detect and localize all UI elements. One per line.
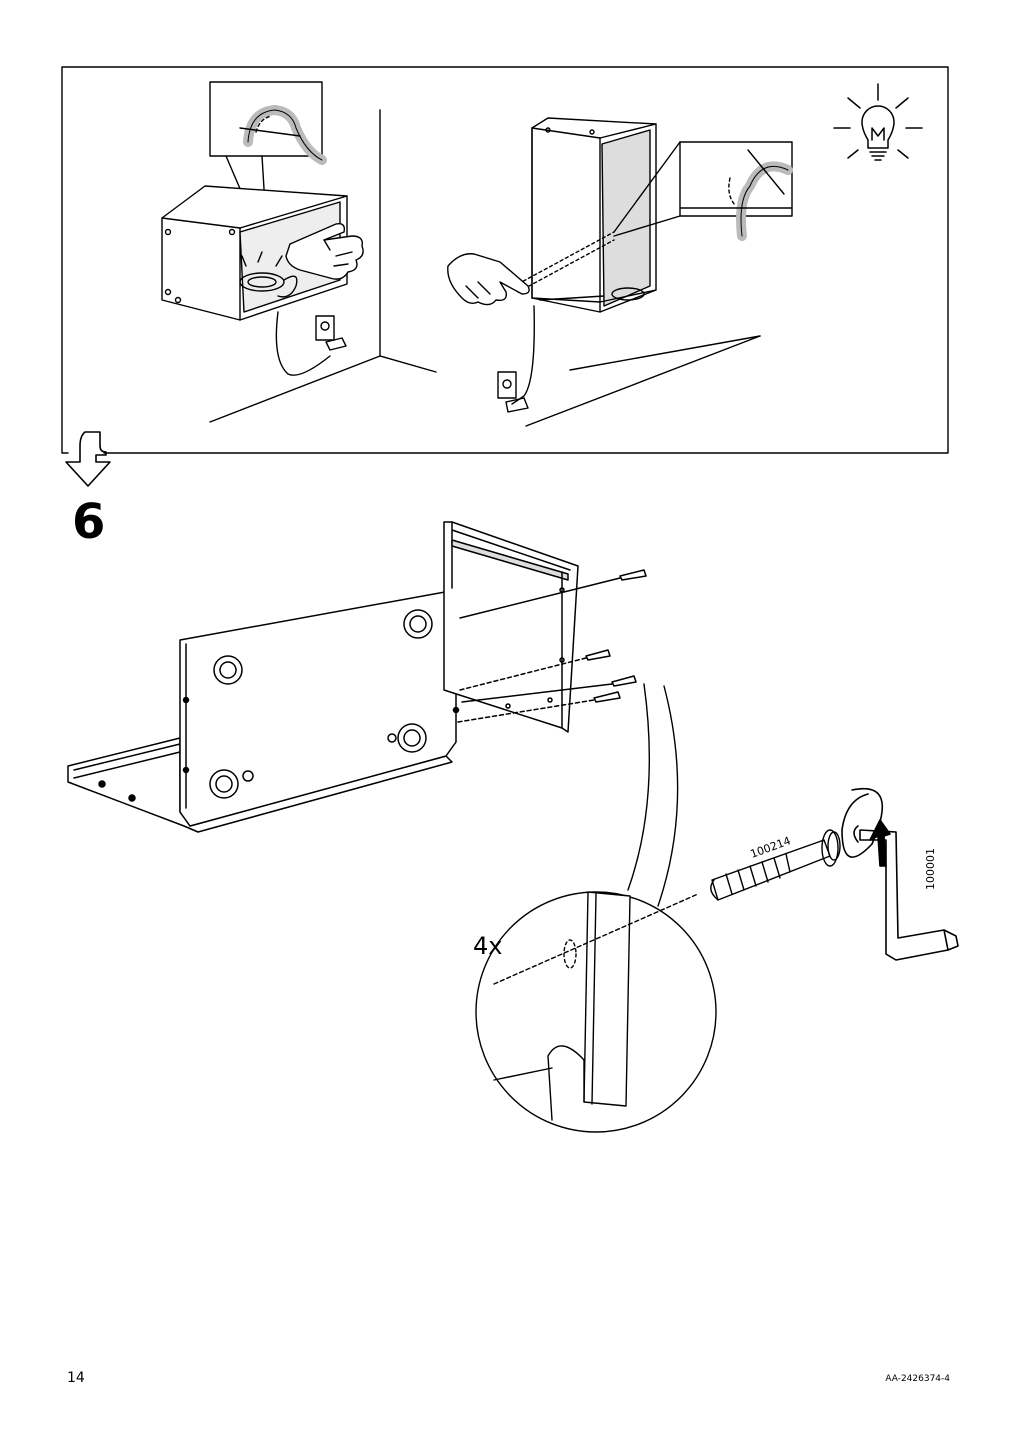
- screw-100214-icon: [710, 829, 841, 901]
- quantity-label: 4x: [473, 932, 502, 960]
- screw-icon: [593, 691, 621, 703]
- vertical-cabinet-scene: [447, 117, 793, 427]
- horizontal-cabinet-scene: [161, 81, 437, 423]
- page-number: 14: [67, 1370, 85, 1386]
- pointing-hand-icon: [447, 253, 530, 306]
- document-id: AA-2426374-4: [885, 1374, 950, 1384]
- screw-icon: [585, 649, 611, 661]
- step-number: 6: [72, 494, 106, 550]
- key-part-number: 100001: [924, 848, 937, 890]
- screw-icon: [619, 569, 647, 581]
- pointing-hand-icon: [285, 222, 364, 280]
- tip-panel: [61, 66, 949, 487]
- screw-icon: [611, 675, 637, 687]
- continue-arrow-icon: [65, 431, 111, 487]
- lightbulb-hint-icon: [833, 83, 923, 161]
- zoom-detail: [475, 683, 717, 1133]
- allen-key-icon: [841, 787, 959, 961]
- cabinet-assembly: [67, 521, 647, 833]
